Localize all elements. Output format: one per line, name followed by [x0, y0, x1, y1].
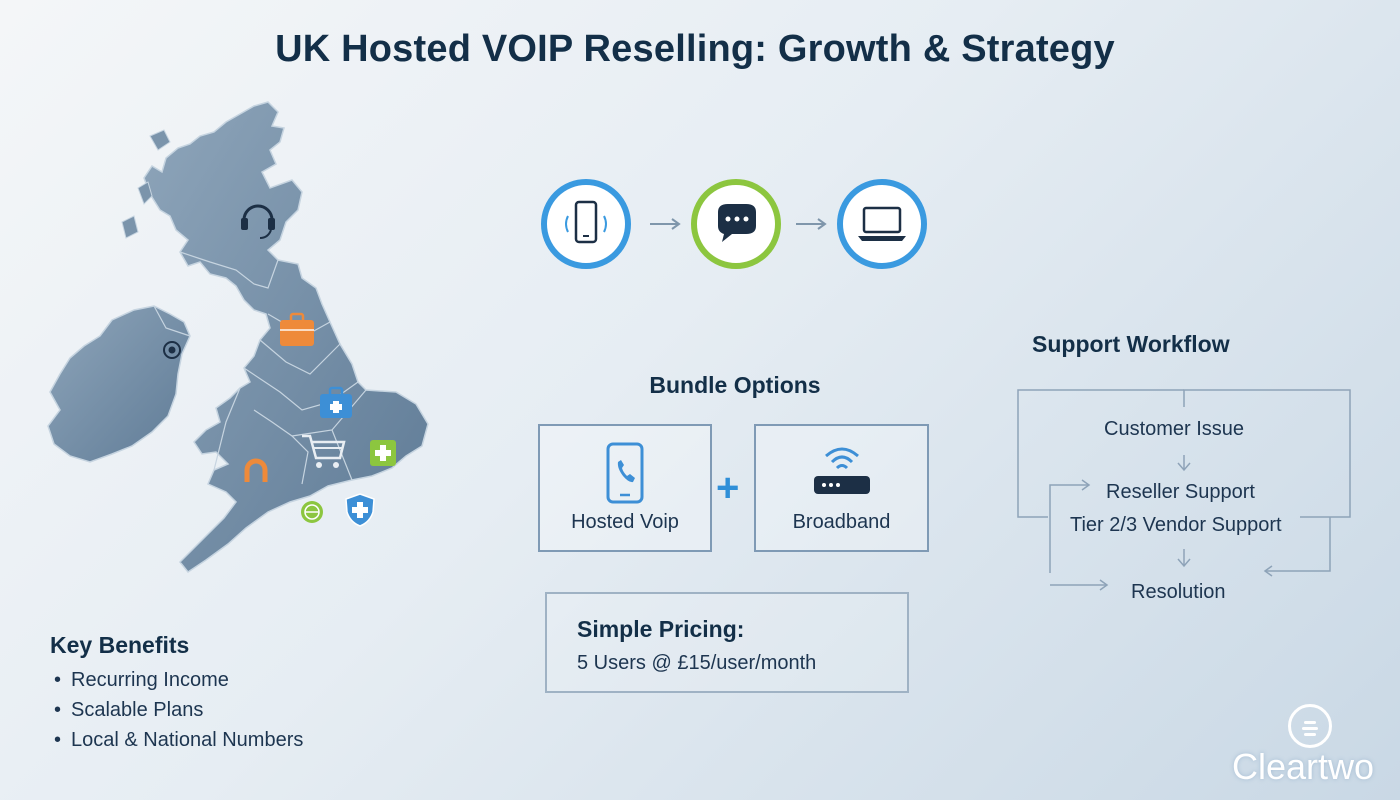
wifi-router-icon	[813, 447, 870, 494]
support-step: Resolution	[1131, 581, 1226, 603]
bundle-option-broadband: Broadband	[754, 424, 929, 552]
chat-bubble-icon	[691, 179, 781, 269]
arrow-icon	[796, 218, 827, 230]
uk-map	[47, 101, 429, 574]
support-step: Tier 2/3 Vendor Support	[1070, 514, 1282, 536]
pricing-box: Simple Pricing: 5 Users @ £15/user/month	[545, 592, 909, 693]
logo-wordmark: Cleartwo	[1232, 746, 1375, 787]
key-benefits-title: Key Benefits	[50, 632, 190, 658]
cleartwo-logo: Cleartwo	[1232, 700, 1392, 790]
bundle-label: Broadband	[792, 511, 891, 533]
ireland-shape	[47, 305, 191, 463]
key-benefits: Key Benefits Recurring Income Scalable P…	[50, 632, 303, 759]
logo-mark-icon	[1288, 704, 1332, 748]
medical-bag-icon	[320, 386, 352, 418]
support-step: Customer Issue	[1104, 418, 1245, 440]
benefit-item: Recurring Income	[54, 669, 303, 692]
page-title: UK Hosted VOIP Reselling: Growth & Strat…	[275, 28, 1115, 70]
bundle-label: Hosted Voip	[571, 511, 679, 533]
bundle-options-title: Bundle Options	[649, 372, 821, 398]
pricing-title: Simple Pricing:	[577, 616, 745, 642]
device-flow	[541, 179, 927, 269]
benefit-item: Local & National Numbers	[54, 729, 303, 752]
plus-sign: +	[716, 466, 740, 510]
shopping-cart-icon	[302, 434, 346, 468]
shield-cross-icon	[345, 493, 375, 527]
benefit-item: Scalable Plans	[54, 699, 303, 722]
location-target-icon	[163, 341, 181, 359]
support-workflow-connectors	[1017, 389, 1351, 591]
health-cross-icon	[370, 440, 396, 466]
horseshoe-icon	[244, 458, 268, 482]
arrow-icon	[650, 218, 681, 230]
globe-icon	[301, 501, 323, 523]
bundle-option-hosted-voip: Hosted Voip	[538, 424, 712, 552]
pricing-text: 5 Users @ £15/user/month	[577, 652, 817, 674]
briefcase-icon	[280, 312, 314, 346]
support-workflow-title: Support Workflow	[1032, 331, 1230, 357]
laptop-icon	[837, 179, 927, 269]
headset-icon	[241, 204, 275, 239]
support-step: Reseller Support	[1106, 481, 1255, 503]
smartphone-call-icon	[606, 442, 644, 504]
mobile-phone-icon	[541, 179, 631, 269]
